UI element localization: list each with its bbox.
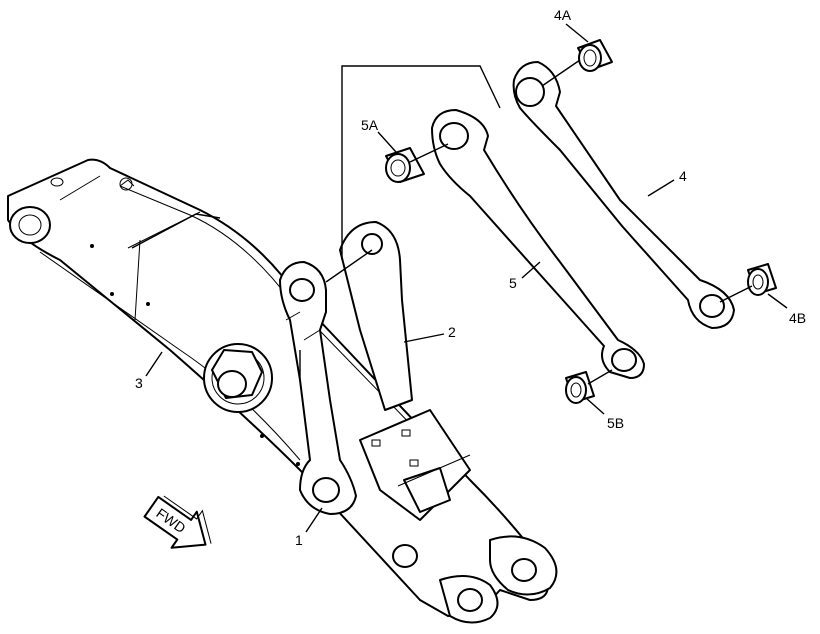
callout-leaders (145, 23, 788, 533)
callout-label-4A: 4A (554, 7, 572, 23)
lift-arm-part-3 (7, 158, 558, 624)
link-part-5 (431, 109, 645, 379)
link-part-2 (339, 221, 413, 411)
fwd-arrow: FWD (143, 495, 212, 549)
callout-label-3: 3 (135, 375, 143, 391)
bearing-5A (385, 147, 425, 183)
bearing-4A (577, 39, 613, 72)
callout-label-4B: 4B (789, 310, 806, 326)
callout-label-5A: 5A (361, 117, 379, 133)
bearing-5B (565, 371, 595, 404)
callout-label-1: 1 (295, 532, 303, 548)
callout-label-5B: 5B (607, 415, 624, 431)
link-part-1 (279, 261, 357, 515)
callout-label-4: 4 (679, 168, 687, 184)
callout-label-5: 5 (509, 275, 517, 291)
assembly-lines (131, 59, 753, 385)
callout-label-2: 2 (448, 324, 456, 340)
link-part-4 (512, 61, 735, 329)
bearing-4B (747, 263, 777, 296)
